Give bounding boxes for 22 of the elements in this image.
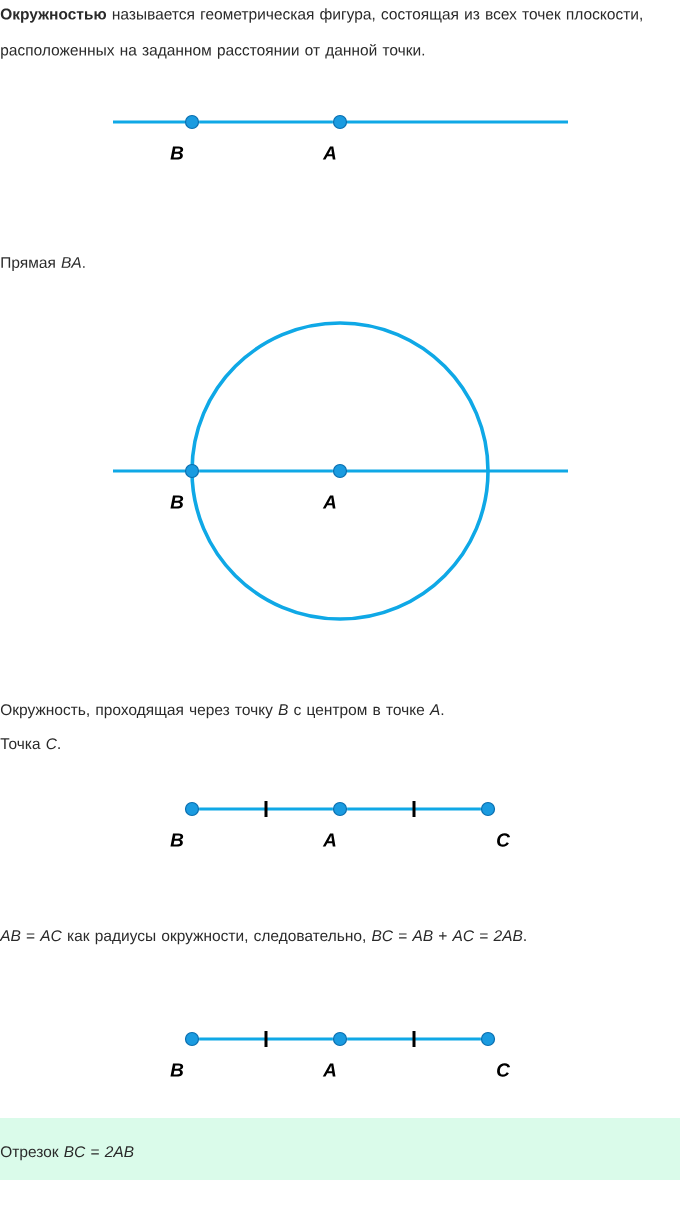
segment [199,469,333,473]
point-label: B [170,146,184,160]
segment [199,807,333,811]
paragraph: Точка C. [0,738,60,750]
point-label: A [322,1063,336,1077]
segment [347,807,481,811]
point-label: B [170,1063,184,1077]
paragraph: Окружность, проходящая через точку B с центром в точке A. [0,704,444,719]
segment [199,120,333,124]
point-label: B [170,495,184,509]
paragraph: AB = AC как радиусы окружности, следовательно, BC = AB + AC = 2AB. [0,930,526,945]
segment [347,1037,481,1041]
paragraph: Прямая BA. [1,257,85,272]
segment [199,1037,333,1041]
point-label: A [322,833,336,847]
point-label: C [497,1063,511,1077]
point-label: A [322,495,336,509]
paragraph: Окружностью называется геометрическая фигура, состоящая из всех точек плоскости, расположенных на заданном расстоянии от данной точки. [0,8,642,59]
point-label: A [322,146,336,160]
point-label: B [170,833,184,847]
point-label: C [497,833,511,847]
paragraph: Отрезок BC = 2AB [0,1146,134,1161]
